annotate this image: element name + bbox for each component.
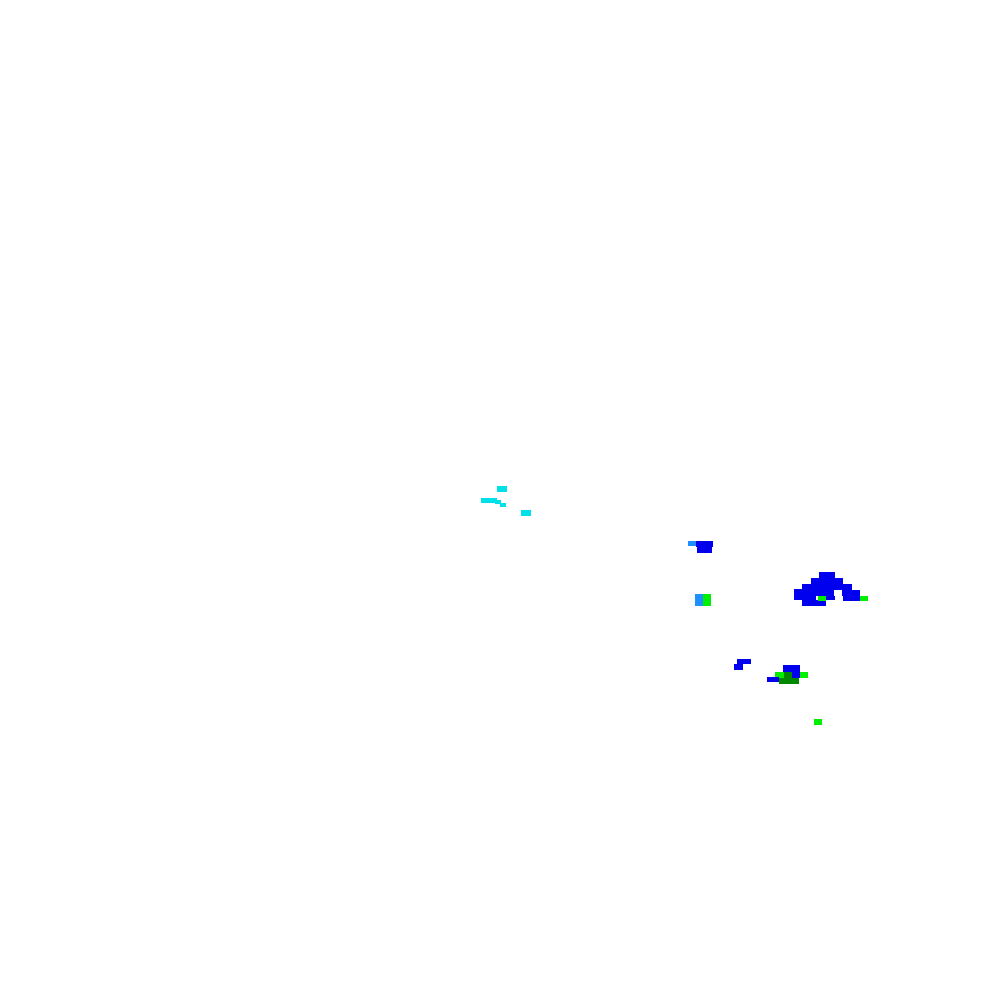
lower-blue-green-cluster [734,659,808,684]
intensity-cell-cyan [495,500,501,504]
intensity-cell-green [814,719,822,725]
intensity-cell-blue [792,672,800,678]
intensity-cell-blue [767,677,779,682]
intensity-cell-light-blue [695,594,703,606]
intensity-cell-blue [802,584,852,590]
intensity-cell-green [860,596,868,601]
intensity-cell-blue [843,596,860,601]
intensity-cell-blue [737,659,751,664]
intensity-cell-blue [696,541,713,547]
intensity-cell-blue [819,572,835,578]
intensity-cell-blue [734,664,743,670]
intensity-cell-blue [794,589,834,596]
intensity-cell-cyan [521,510,531,516]
intensity-cell-green [818,596,826,601]
intensity-cell-blue [697,547,712,553]
intensity-cell-green [775,672,784,678]
intensity-cell-blue [811,578,843,584]
intensity-cell-cyan [481,498,497,503]
intensity-cell-green [703,594,711,606]
intensity-cell-cyan [497,486,507,492]
cyan-cluster [481,486,531,516]
intensity-cell-green [800,672,808,678]
intensity-cell-blue [842,590,860,596]
intensity-cell-light-blue [688,541,696,546]
isolated-green-cell [814,719,822,725]
large-blue-cluster [794,572,868,606]
intensity-cell-blue [826,596,835,600]
small-blue-cluster [688,541,713,553]
intensity-cell-dark-green [779,678,799,684]
intensity-cell-blue [783,665,800,672]
intensity-cell-dark-green [784,672,792,678]
intensity-cell-blue [794,596,816,600]
mixed-blue-green-pair [695,594,711,606]
intensity-cell-cyan [500,503,506,507]
intensity-cell-blue [802,600,826,606]
